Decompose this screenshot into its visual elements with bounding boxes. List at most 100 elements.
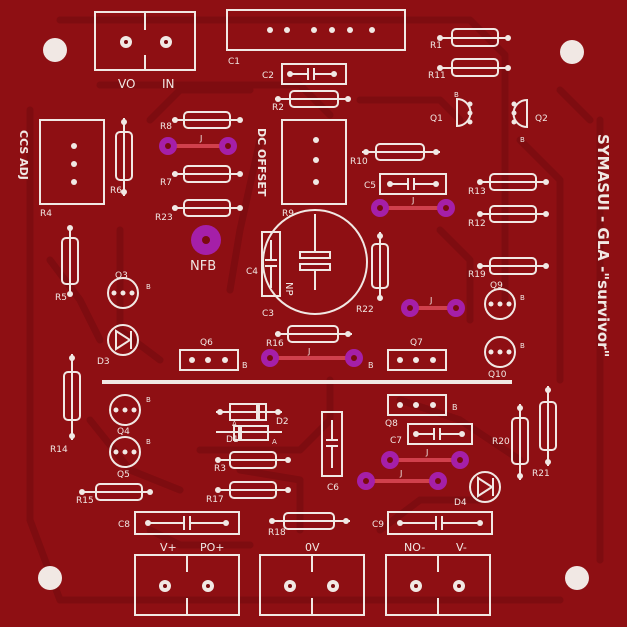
capacitor-c4: C4 xyxy=(246,231,281,297)
pin-a-d2: A xyxy=(272,438,277,446)
capacitor-c9: C9 xyxy=(372,511,493,535)
trimmer-r9: R9 xyxy=(281,119,347,219)
pin-b-q7: B xyxy=(368,361,374,370)
jumper-j3: J xyxy=(401,296,465,317)
label-r18: R18 xyxy=(268,528,286,538)
label-d1: D1 xyxy=(226,435,239,445)
label-r21: R21 xyxy=(532,469,550,479)
label-r7: R7 xyxy=(160,178,172,188)
pin-b-q6: B xyxy=(242,361,248,370)
resistor-r19: R19 xyxy=(468,257,549,280)
resistor-r23: R23 xyxy=(155,199,243,223)
label-nfb: NFB xyxy=(190,259,216,274)
label-q4: Q4 xyxy=(117,427,130,437)
label-r5: R5 xyxy=(55,293,67,303)
transistor-q1: Q1 B xyxy=(430,91,473,128)
mounting-hole-top-left xyxy=(43,38,67,62)
label-j5: J xyxy=(425,448,428,457)
pin-b-q4: B xyxy=(146,396,151,404)
label-c3: C3 xyxy=(262,309,274,319)
label-r1: R1 xyxy=(430,41,442,51)
transistor-q6: Q6 B xyxy=(179,338,248,371)
label-r13: R13 xyxy=(468,187,486,197)
resistor-r10: R10 xyxy=(350,143,440,167)
label-q5: Q5 xyxy=(117,470,130,480)
connector-output-ground: 0V xyxy=(259,541,365,616)
capacitor-c2: C2 xyxy=(262,63,347,85)
label-ccs-adj: CCS ADJ xyxy=(17,130,30,180)
transistor-q5: Q5 B xyxy=(109,436,151,480)
label-r20: R20 xyxy=(492,437,510,447)
label-r12: R12 xyxy=(468,219,486,229)
resistor-r15: R15 xyxy=(76,483,153,506)
copper-traces xyxy=(26,16,604,604)
capacitor-c3: NP C3 xyxy=(262,209,368,319)
pin-b-q8: B xyxy=(452,403,458,412)
label-np: NP xyxy=(283,282,294,296)
label-r9: R9 xyxy=(282,209,294,219)
transistor-q7: Q7 B xyxy=(368,338,447,371)
capacitor-c5: C5 xyxy=(364,173,447,195)
resistor-r5: R5 xyxy=(55,225,79,303)
label-q7: Q7 xyxy=(410,338,423,348)
label-r15: R15 xyxy=(76,496,94,506)
label-c8: C8 xyxy=(118,520,130,530)
resistor-r18: R18 xyxy=(268,512,350,538)
label-in: IN xyxy=(162,77,175,91)
label-r3: R3 xyxy=(214,464,226,474)
connector-power-left: V+ PO+ xyxy=(134,541,240,616)
transistor-q2: Q2 B xyxy=(511,98,548,144)
diode-d2: A D2 xyxy=(216,417,289,446)
transistor-q4: Q4 B xyxy=(109,394,151,437)
label-q3: Q3 xyxy=(115,271,128,281)
label-r4: R4 xyxy=(40,209,52,219)
resistor-r17: R17 xyxy=(206,481,291,505)
label-r23: R23 xyxy=(155,213,173,223)
pin-a-d1: A xyxy=(232,420,237,428)
resistor-r8: R8 xyxy=(160,111,243,132)
label-q8: Q8 xyxy=(385,419,398,429)
label-r11: R11 xyxy=(428,71,446,81)
jumper-j2: J xyxy=(371,196,455,217)
label-c9: C9 xyxy=(372,520,384,530)
resistor-r14: R14 xyxy=(50,354,81,455)
label-j6: J xyxy=(399,469,402,478)
pin-b-q2: B xyxy=(520,136,525,144)
transistor-q3: Q3 B xyxy=(107,271,151,309)
transistor-q9: Q9 B xyxy=(484,281,525,320)
capacitor-c1: C1 xyxy=(226,9,406,67)
connector-input: VO IN xyxy=(94,11,196,91)
label-0v: 0V xyxy=(305,541,320,554)
label-j1: J xyxy=(199,134,202,143)
transistor-q10: Q10 B xyxy=(484,336,525,380)
label-q2: Q2 xyxy=(535,114,548,124)
label-q1: Q1 xyxy=(430,114,443,124)
mounting-hole-bottom-right xyxy=(565,566,589,590)
resistor-r16: R16 xyxy=(266,325,352,349)
pin-b-q5: B xyxy=(146,438,151,446)
mounting-holes xyxy=(38,38,589,590)
label-d2: D2 xyxy=(276,417,289,427)
resistor-r21: R21 xyxy=(532,386,557,479)
label-dc-offset: DC OFFSET xyxy=(255,128,268,197)
resistor-r7: R7 xyxy=(160,165,243,188)
label-vminus: V- xyxy=(456,541,467,554)
pin-b-q10: B xyxy=(520,342,525,350)
label-j2: J xyxy=(411,196,414,205)
jumper-j4: J xyxy=(261,347,363,367)
label-c6: C6 xyxy=(327,483,339,493)
trimmer-r4: R4 xyxy=(39,119,105,219)
led-d4: D4 xyxy=(454,471,501,508)
resistor-r13: R13 xyxy=(468,173,549,197)
label-q9: Q9 xyxy=(490,281,503,291)
label-r17: R17 xyxy=(206,495,224,505)
label-j3: J xyxy=(429,296,432,305)
resistor-r6: R6 xyxy=(110,118,133,196)
label-c4: C4 xyxy=(246,267,258,277)
label-poplus: PO+ xyxy=(200,541,225,554)
label-r2: R2 xyxy=(272,103,284,113)
label-vo: VO xyxy=(118,77,135,91)
capacitor-c6: C6 xyxy=(321,411,343,493)
label-c5: C5 xyxy=(364,181,376,191)
